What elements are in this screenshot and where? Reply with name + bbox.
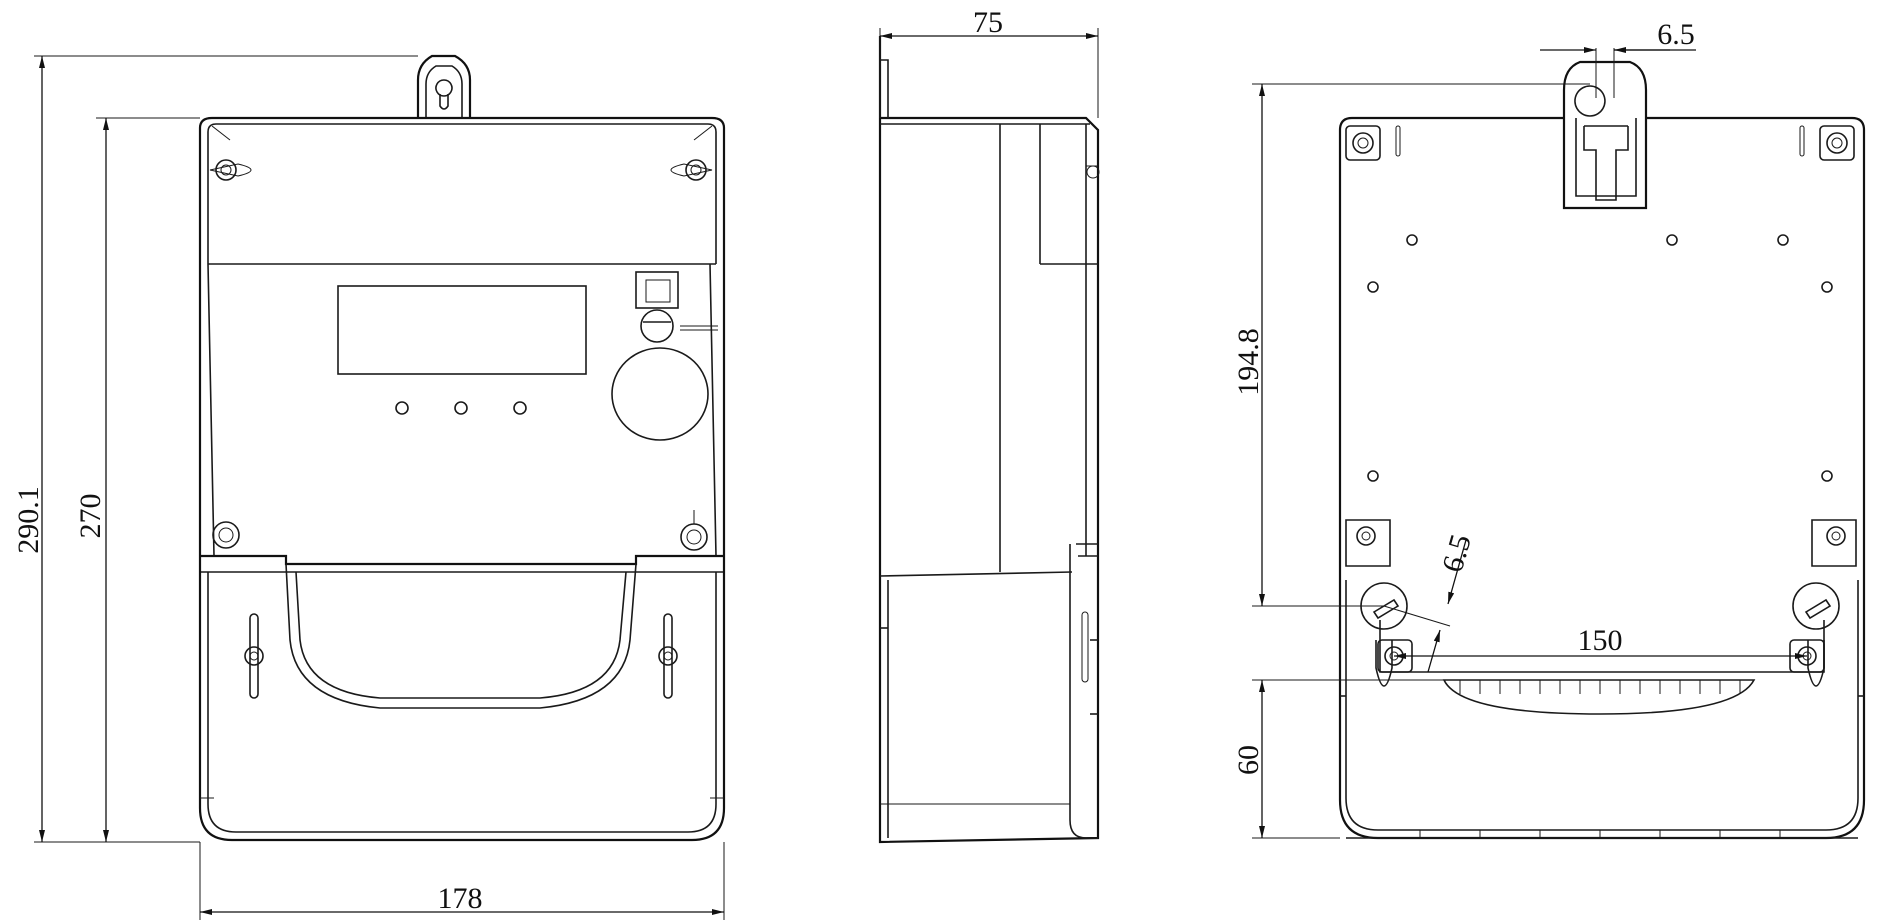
sealing-screw: [640, 309, 718, 343]
optical-port: [611, 347, 709, 441]
rear-corner-screw-left: [1345, 125, 1401, 161]
rear-dimensions: 6.5 194.8 60 150 6.5: [1232, 18, 1807, 839]
rear-hanging-hook: [1562, 60, 1648, 210]
dim-total-height: 290.1: [12, 486, 45, 554]
dim-hook-width: 6.5: [1657, 18, 1695, 51]
seal-screw-left: [244, 613, 264, 699]
front-hanging-hook: [416, 54, 472, 118]
rear-hole: [1666, 234, 1678, 246]
screw-top-left: [209, 159, 252, 181]
led-indicator-1: [395, 401, 409, 415]
rear-body: [1338, 116, 1866, 574]
side-outline: [878, 36, 1100, 844]
side-terminal-cover: [1069, 543, 1098, 839]
side-dimensions: 75: [879, 6, 1099, 118]
side-view: 75: [878, 6, 1100, 844]
rear-hole: [1406, 234, 1418, 246]
dim-body-height: 270: [74, 494, 107, 539]
rear-mount-hole-right: [1792, 582, 1840, 687]
screw-mid-left: [212, 521, 240, 549]
rear-view: 6.5 194.8 60 150 6.5: [1232, 18, 1866, 840]
front-terminal-cover: [198, 554, 726, 842]
rear-terminal-teeth: [1459, 680, 1741, 694]
screw-top-right: [670, 159, 713, 181]
front-view: 290.1 270 178: [12, 54, 726, 920]
dim-lower-height: 60: [1232, 745, 1265, 775]
front-main-panel: [207, 263, 718, 557]
rear-terminal-left: [1345, 519, 1391, 567]
rear-hole: [1367, 470, 1379, 482]
front-upper-cover: [198, 116, 726, 556]
dim-hole-spacing: 150: [1578, 624, 1623, 657]
dim-hole-diameter: 6.5: [1436, 531, 1478, 576]
dim-side-depth: 75: [973, 6, 1003, 39]
button-square-inner: [645, 279, 671, 303]
rear-hole: [1821, 281, 1833, 293]
rear-corner-screw-right: [1799, 125, 1855, 161]
rear-mount-hole-left: [1360, 582, 1408, 687]
led-indicator-2: [454, 401, 468, 415]
rear-hole: [1777, 234, 1789, 246]
button-square-outer: [635, 271, 679, 309]
dim-mount-height: 194.8: [1232, 328, 1265, 396]
rear-lower-section: [1338, 574, 1866, 840]
screw-mid-right: [680, 510, 708, 551]
led-indicator-3: [513, 401, 527, 415]
rear-hole: [1367, 281, 1379, 293]
rear-terminal-right: [1811, 519, 1857, 567]
rear-hole: [1821, 470, 1833, 482]
seal-screw-right: [658, 613, 678, 699]
dim-front-width: 178: [438, 882, 483, 915]
lcd-display: [337, 285, 587, 375]
front-dimensions: 290.1 270 178: [12, 55, 725, 920]
